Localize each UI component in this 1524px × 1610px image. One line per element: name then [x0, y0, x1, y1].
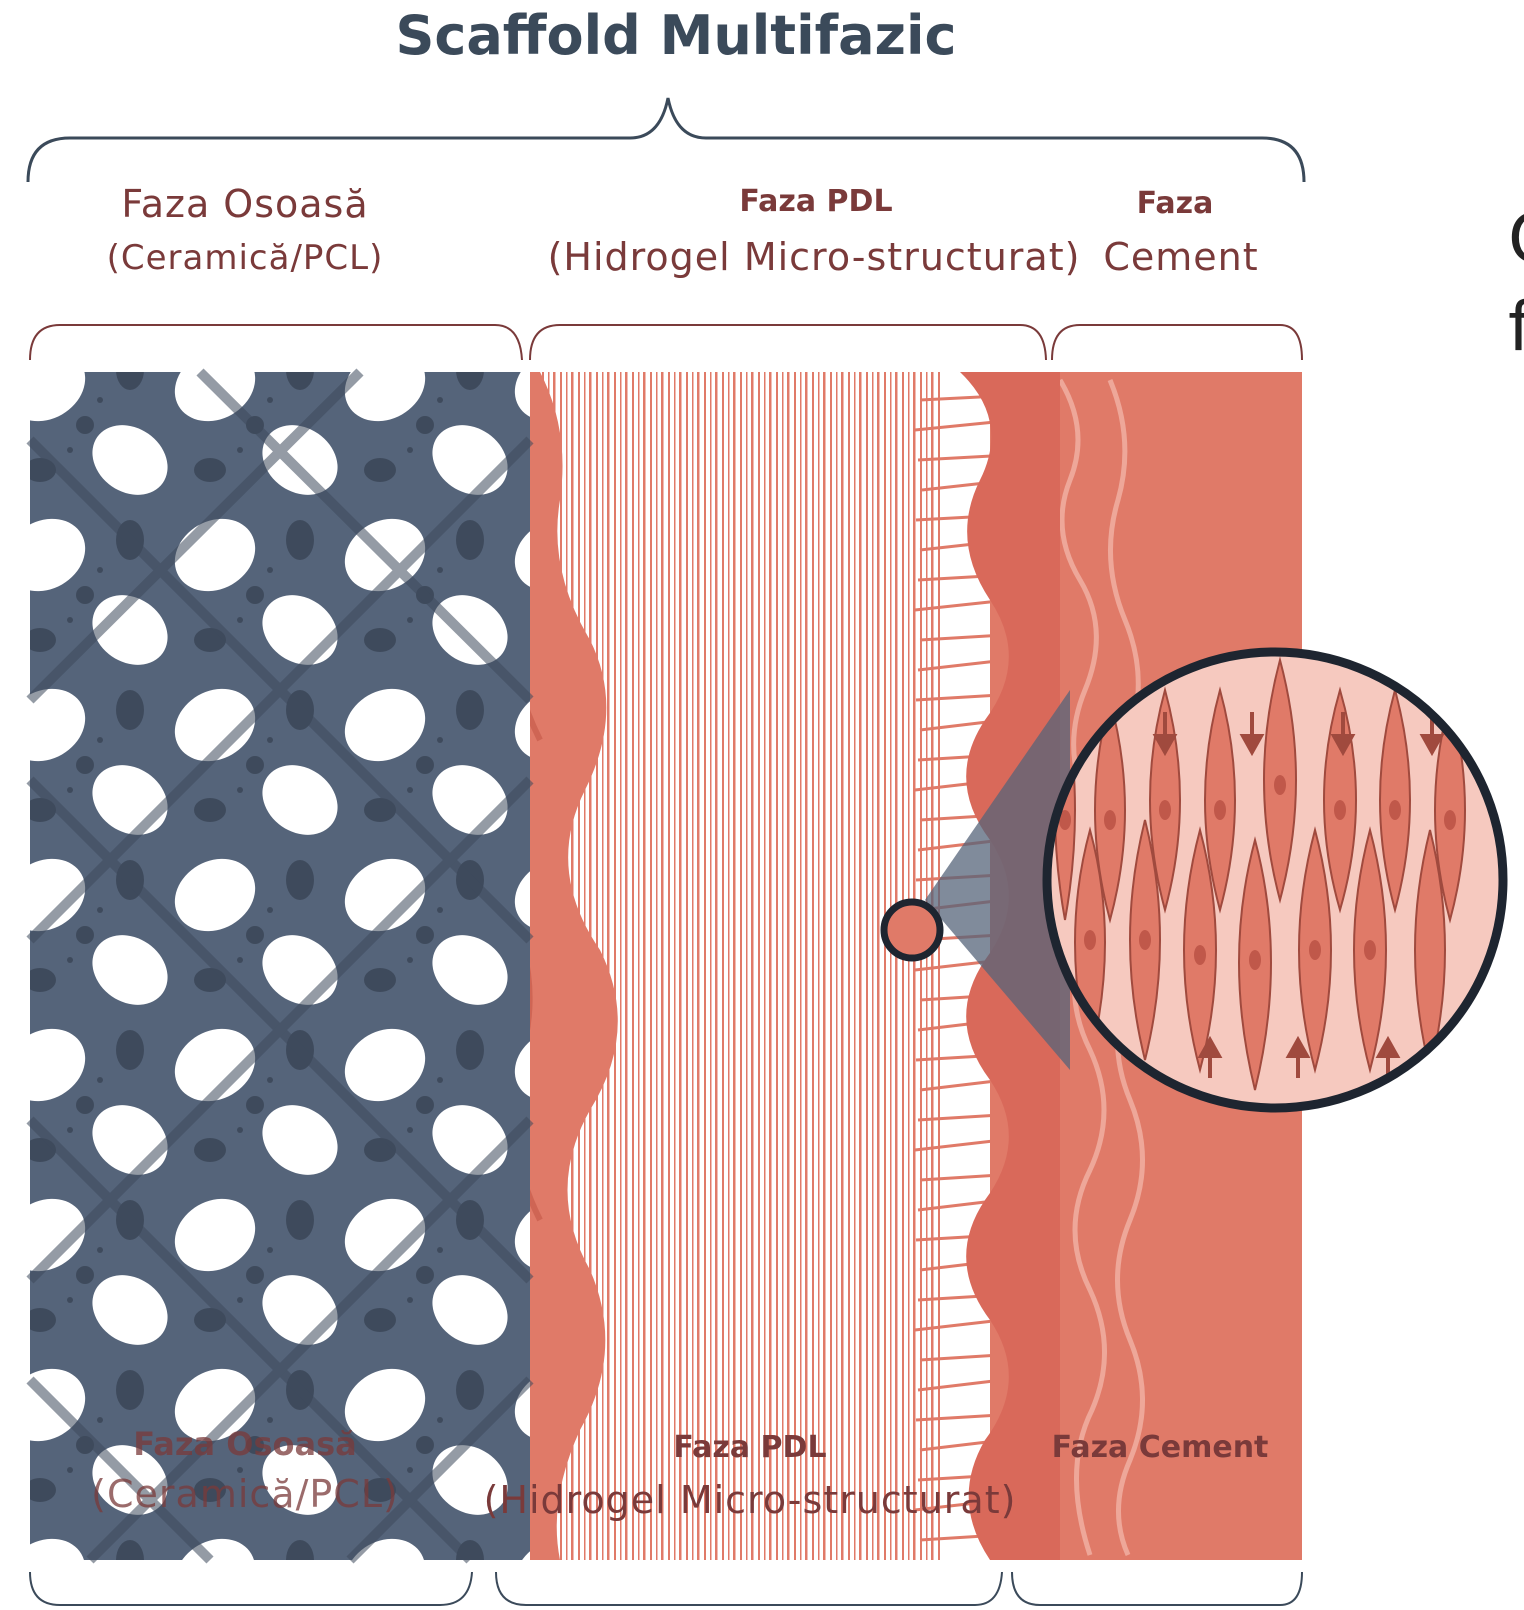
- bracket-bottom-pdl: [496, 1572, 1002, 1605]
- zoom-source-circle: [884, 902, 940, 958]
- bone-scaffold: [30, 372, 530, 1560]
- bottom-label-bone-line1: Faza Osoasă: [40, 1425, 450, 1463]
- bracket-bottom-bone: [30, 1572, 472, 1605]
- bottom-label-cement: Faza Cement: [1040, 1430, 1280, 1465]
- bracket-top-bone: [30, 325, 522, 360]
- bracket-bottom-cement: [1012, 1572, 1302, 1605]
- bracket-top-cement: [1052, 325, 1302, 360]
- scaffold-brace: [28, 98, 1304, 182]
- bracket-top-pdl: [530, 325, 1046, 360]
- bottom-label-bone-line2: (Ceramică/PCL): [40, 1472, 450, 1516]
- bottom-label-pdl-line1: Faza PDL: [600, 1430, 900, 1465]
- bottom-label-pdl-line2: (Hidrogel Micro-structurat): [480, 1478, 1020, 1522]
